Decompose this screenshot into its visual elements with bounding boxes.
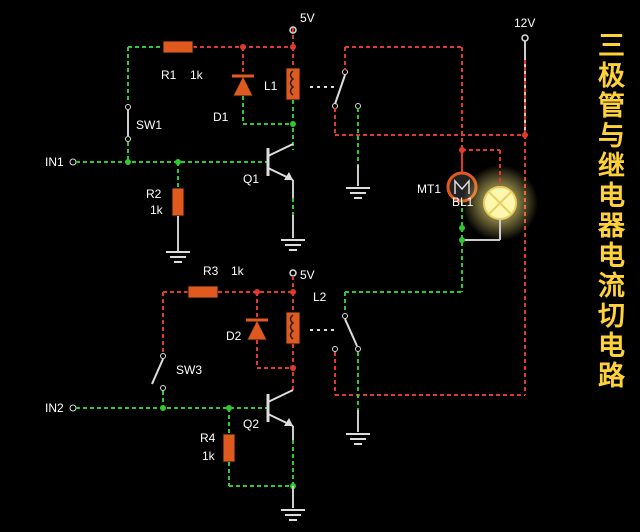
label-r4-value: 1k	[202, 449, 216, 463]
title-char: 与	[598, 121, 625, 152]
label-sw1: SW1	[136, 118, 162, 132]
title-char: 电	[598, 181, 625, 212]
ground-symbol	[281, 509, 305, 521]
title-char: 管	[598, 91, 625, 122]
transistor-q1	[266, 143, 294, 181]
label-r4: R4	[200, 431, 216, 445]
title-char: 流	[598, 271, 625, 302]
diode-d1	[232, 74, 254, 97]
title-char: 电	[598, 241, 625, 272]
load-circuit	[345, 34, 538, 395]
lower-circuit	[69, 269, 525, 521]
title-char: 器	[597, 211, 626, 242]
ground-symbol	[346, 433, 370, 445]
component-labels: 5V 12V 5V IN1 IN2 R1 1k SW1 D1 L1 R2 1k …	[45, 11, 535, 463]
input-terminal-in1	[69, 158, 77, 166]
vertical-title: 三 极 管 与 继 电 器 电 流 切 电 路	[597, 31, 626, 392]
label-q2: Q2	[243, 417, 259, 431]
label-r3: R3	[203, 264, 219, 278]
resistor-r4	[222, 433, 236, 463]
label-q1: Q1	[243, 172, 259, 186]
diode-d2	[246, 318, 268, 341]
label-5v-top: 5V	[300, 11, 315, 25]
title-char: 继	[598, 150, 625, 182]
relay-coil-l2	[285, 311, 301, 345]
label-r2: R2	[146, 187, 162, 201]
upper-circuit	[69, 26, 525, 263]
label-5v-bottom: 5V	[300, 268, 315, 282]
title-char: 三	[598, 31, 625, 62]
label-in1: IN1	[45, 155, 64, 169]
label-bl1: BL1	[452, 195, 474, 209]
supply-terminal-5v-bottom	[289, 269, 297, 277]
ground-symbol	[346, 187, 370, 199]
label-12v: 12V	[514, 16, 535, 30]
label-d2: D2	[226, 329, 242, 343]
label-d1: D1	[213, 110, 229, 124]
ground-symbol	[281, 239, 305, 251]
label-r1: R1	[161, 68, 177, 82]
label-r2-value: 1k	[150, 203, 164, 217]
label-sw3: SW3	[176, 363, 202, 377]
relay-coil-l1	[285, 67, 301, 101]
label-in2: IN2	[45, 401, 64, 415]
input-terminal-in2	[69, 404, 77, 412]
supply-terminal-12v	[521, 34, 529, 42]
label-l1: L1	[264, 79, 278, 93]
title-char: 切	[598, 301, 625, 332]
resistor-r3	[187, 285, 219, 299]
label-r3-value: 1k	[231, 264, 245, 278]
label-l2: L2	[313, 290, 327, 304]
title-char: 路	[598, 360, 626, 392]
resistor-r2	[171, 187, 185, 217]
ground-symbol	[166, 251, 190, 263]
title-char: 电	[598, 331, 625, 362]
supply-terminal-5v-top	[289, 26, 297, 34]
label-mt1: MT1	[417, 182, 441, 196]
transistor-q2	[266, 389, 294, 427]
title-char: 极	[598, 61, 625, 92]
resistor-r1	[162, 40, 194, 54]
label-r1-value: 1k	[190, 68, 204, 82]
